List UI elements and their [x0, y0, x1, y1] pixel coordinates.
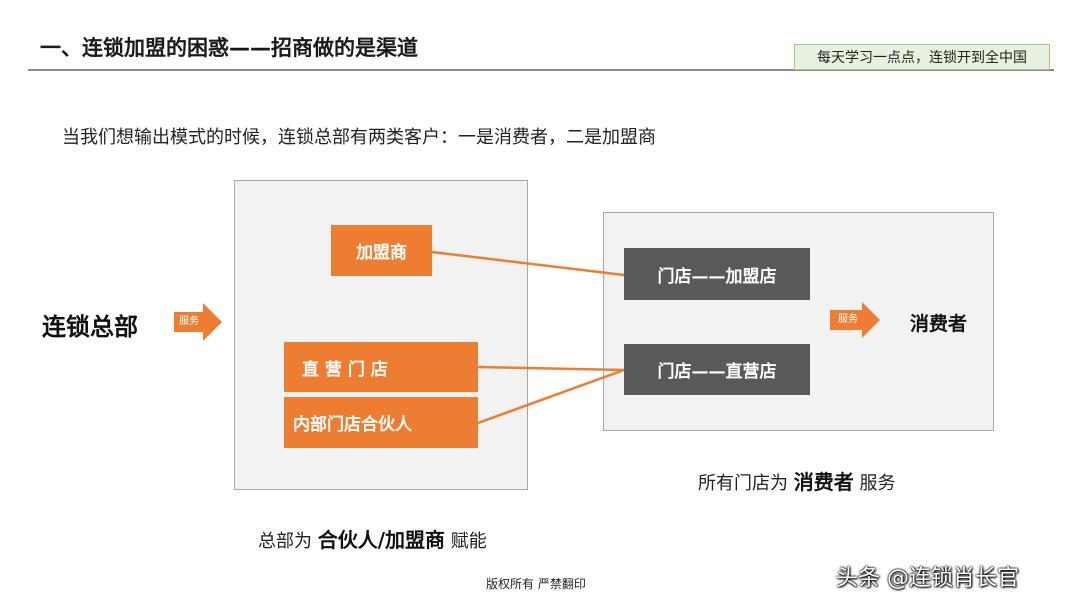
- internal-partner-label: 内部门店合伙人: [293, 415, 412, 435]
- service-label-right: 服务: [838, 314, 858, 325]
- direct-operated-store-label: 门店——直营店: [657, 362, 777, 382]
- service-label-left: 服务: [179, 316, 199, 327]
- right-caption: 所有门店为 消费者 服务: [698, 466, 895, 495]
- tagline-badge: 每天学习一点点，连锁开到全中国: [794, 44, 1050, 70]
- headquarters-label: 连锁总部: [42, 313, 138, 341]
- direct-store-box: 直 营 门 店: [284, 342, 478, 392]
- right-caption-prefix: 所有门店为: [698, 473, 794, 494]
- connector-franchisee-to-franchise-store: [431, 250, 625, 277]
- service-arrow-left-icon: [174, 303, 222, 341]
- service-arrow-right-icon: [830, 302, 880, 338]
- right-caption-bold: 消费者: [793, 470, 854, 494]
- left-caption-bold: 合伙人/加盟商: [317, 528, 446, 552]
- connector-partner-to-direct-store: [477, 368, 625, 425]
- franchisee-label: 加盟商: [356, 243, 407, 263]
- connector-direct-to-direct-store: [477, 365, 625, 372]
- direct-operated-store-box: 门店——直营店: [624, 344, 810, 395]
- intro-text: 当我们想输出模式的时候，连锁总部有两类客户：一是消费者，二是加盟商: [62, 127, 656, 148]
- consumer-label: 消费者: [910, 313, 968, 335]
- direct-store-label: 直 营 门 店: [302, 359, 388, 380]
- source-watermark: 头条 @连锁肖长官: [836, 566, 1019, 591]
- franchisee-box: 加盟商: [331, 225, 432, 276]
- copyright-footer: 版权所有 严禁翻印: [486, 577, 586, 591]
- title-divider: [28, 69, 1054, 71]
- page-title: 一、连锁加盟的困惑——招商做的是渠道: [40, 36, 418, 60]
- franchise-store-box: 门店——加盟店: [624, 248, 810, 300]
- franchise-store-label: 门店——加盟店: [657, 266, 777, 287]
- left-caption-prefix: 总部为: [258, 531, 318, 552]
- right-caption-suffix: 服务: [853, 473, 896, 494]
- internal-partner-box: 内部门店合伙人: [284, 397, 478, 448]
- left-caption: 总部为 合伙人/加盟商 赋能: [258, 524, 487, 553]
- left-caption-suffix: 赋能: [445, 531, 487, 552]
